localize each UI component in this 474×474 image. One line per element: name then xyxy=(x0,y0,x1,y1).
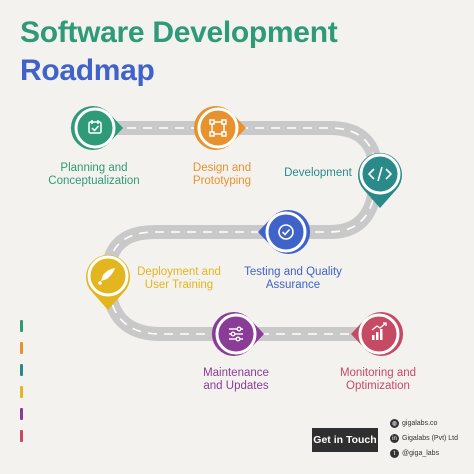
twitter-text: @giga_labs xyxy=(402,450,440,457)
testing-label: Testing and Quality Assurance xyxy=(236,266,350,292)
monitoring-label-line-2: Optimization xyxy=(346,380,410,392)
development-label-line-1: Development xyxy=(284,167,352,179)
color-bar-development xyxy=(20,364,23,376)
globe-icon: ◍ xyxy=(390,419,399,428)
design-label-line-1: Design and xyxy=(192,162,252,174)
crop-frame-icon xyxy=(209,119,227,137)
monitoring-label-line-1: Monitoring and xyxy=(339,367,417,379)
deployment-label-line-1: Deployment and xyxy=(137,266,221,278)
sliders-icon xyxy=(229,326,243,342)
maintenance-label-line-2: and Updates xyxy=(203,380,269,392)
website-text: gigalabs.co xyxy=(402,420,438,427)
testing-label-line-2: Assurance xyxy=(265,279,321,291)
code-icon xyxy=(367,166,393,182)
twitter-contact[interactable]: t @giga_labs xyxy=(390,449,439,458)
linkedin-text: Gigalabs (Pvt) Ltd xyxy=(402,435,459,442)
color-bar-design xyxy=(20,342,23,354)
maintenance-label-line-1: Maintenance xyxy=(203,367,269,379)
maintenance-marker xyxy=(211,312,264,356)
testing-label-line-1: Testing and Quality xyxy=(244,266,342,278)
check-circle-icon xyxy=(278,224,294,240)
deployment-label: Deployment and User Training xyxy=(128,266,230,292)
color-key-bars xyxy=(20,320,23,452)
get-in-touch-button[interactable]: Get in Touch xyxy=(312,428,378,452)
planning-marker xyxy=(70,106,123,151)
planning-label: Planning and Conceptualization xyxy=(42,162,146,188)
development-marker xyxy=(358,152,403,208)
monitoring-label: Monitoring and Optimization xyxy=(332,367,424,393)
development-label: Development xyxy=(276,167,360,180)
road-base xyxy=(88,121,384,341)
testing-marker xyxy=(258,210,311,254)
chart-growth-icon xyxy=(371,322,387,340)
linkedin-contact[interactable]: in Gigalabs (Pvt) Ltd xyxy=(390,434,458,443)
calendar-check-icon xyxy=(88,120,102,134)
monitoring-marker xyxy=(351,312,404,356)
color-bar-maintenance xyxy=(20,408,23,420)
rocket-icon xyxy=(98,268,115,285)
road-dashes xyxy=(95,127,377,335)
title-line-1: Software Development xyxy=(20,16,338,49)
title-line-2: Roadmap xyxy=(20,54,155,87)
maintenance-label: Maintenance and Updates xyxy=(196,367,276,393)
color-bar-planning xyxy=(20,320,23,332)
deployment-label-line-2: User Training xyxy=(144,279,214,291)
linkedin-icon: in xyxy=(390,434,399,443)
planning-label-line-2: Conceptualization xyxy=(48,175,140,187)
design-label-line-2: Prototyping xyxy=(192,175,252,187)
color-bar-deployment xyxy=(20,386,23,398)
deployment-marker xyxy=(86,254,130,310)
design-label: Design and Prototyping xyxy=(180,162,264,188)
design-marker xyxy=(193,106,246,151)
website-contact[interactable]: ◍ gigalabs.co xyxy=(390,419,437,428)
color-bar-monitoring xyxy=(20,430,23,442)
planning-label-line-1: Planning and xyxy=(60,162,128,174)
twitter-icon: t xyxy=(390,449,399,458)
